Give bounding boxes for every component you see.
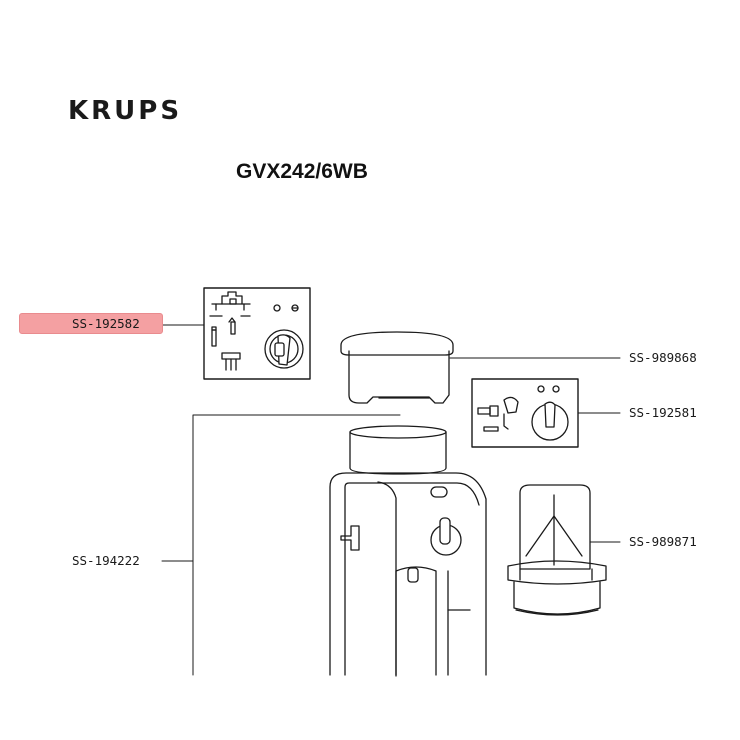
brand-logo: KRUPS xyxy=(68,96,183,126)
part-ref-ss-192581[interactable]: SS-192581 xyxy=(629,405,697,420)
model-number: GVX242/6WB xyxy=(236,160,368,183)
part-ref-ss-192582[interactable]: SS-192582 xyxy=(19,313,163,334)
knob-kit-box xyxy=(471,378,579,448)
main-body-part xyxy=(329,425,487,677)
part-ref-ss-989871[interactable]: SS-989871 xyxy=(629,534,697,549)
container-part xyxy=(507,484,607,616)
small-parts-kit-box xyxy=(203,287,311,380)
leader-lines xyxy=(159,324,621,676)
tank-lid-part xyxy=(340,331,454,404)
part-ref-ss-989868[interactable]: SS-989868 xyxy=(629,350,697,365)
part-ref-ss-194222[interactable]: SS-194222 xyxy=(72,553,140,568)
